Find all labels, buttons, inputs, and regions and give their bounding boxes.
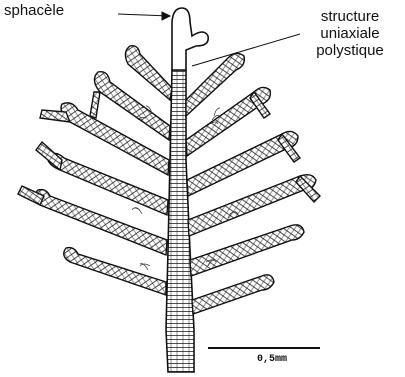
structure-label: structure uniaxiale polystique bbox=[296, 8, 404, 59]
structure-label-line1: structure bbox=[296, 8, 404, 25]
apical-cell-label: sphacèle bbox=[4, 2, 64, 19]
structure-label-line2: uniaxiale bbox=[296, 25, 404, 42]
left-branches bbox=[18, 46, 172, 295]
apical-arrowhead bbox=[162, 12, 170, 20]
apical-cell bbox=[172, 8, 208, 70]
right-branches bbox=[186, 53, 320, 314]
scale-bar-label: 0,5mm bbox=[224, 354, 320, 365]
structure-label-line3: polystique bbox=[296, 42, 404, 59]
